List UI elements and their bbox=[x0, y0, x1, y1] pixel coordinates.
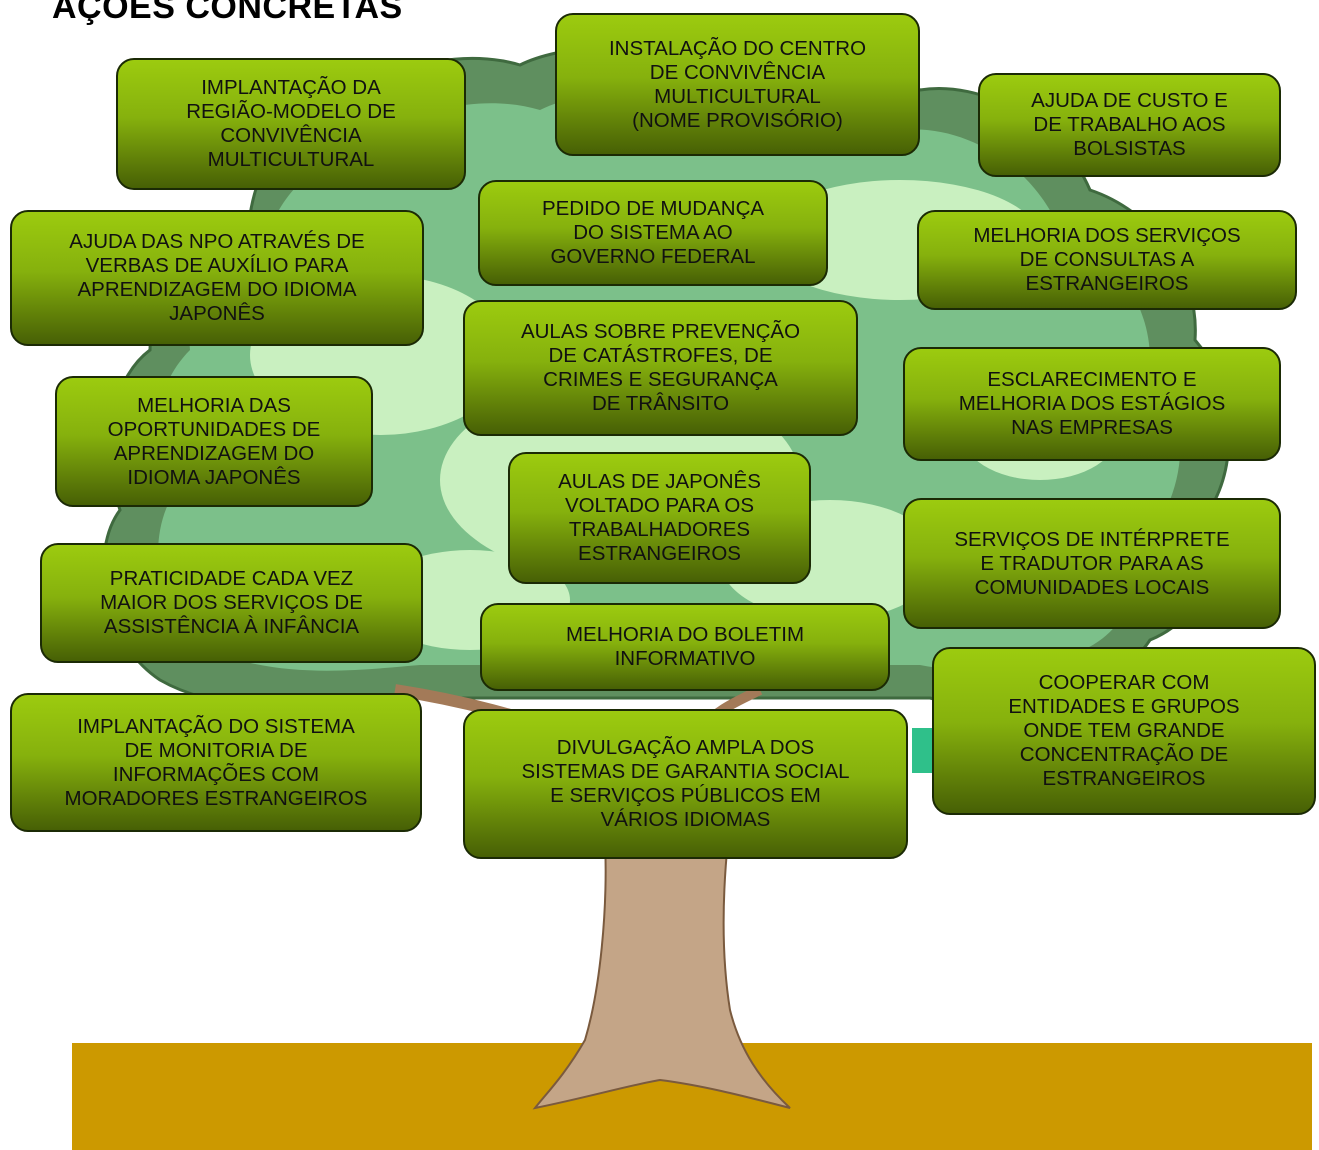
action-box-centro-convivencia: INSTALAÇÃO DO CENTRO DE CONVIVÊNCIA MULT… bbox=[555, 13, 920, 156]
tree-trunk bbox=[532, 839, 791, 1110]
action-box-monitoria-informacoes: IMPLANTAÇÃO DO SISTEMA DE MONITORIA DE I… bbox=[10, 693, 422, 832]
action-box-ajuda-npo: AJUDA DAS NPO ATRAVÉS DE VERBAS DE AUXÍL… bbox=[10, 210, 424, 346]
action-box-oportunidades-idioma: MELHORIA DAS OPORTUNIDADES DE APRENDIZAG… bbox=[55, 376, 373, 507]
page-title: AÇÕES CONCRETAS bbox=[52, 0, 403, 26]
action-box-ajuda-bolsistas: AJUDA DE CUSTO E DE TRABALHO AOS BOLSIST… bbox=[978, 73, 1281, 177]
action-box-assistencia-infancia: PRATICIDADE CADA VEZ MAIOR DOS SERVIÇOS … bbox=[40, 543, 423, 663]
action-box-aulas-japones: AULAS DE JAPONÊS VOLTADO PARA OS TRABALH… bbox=[508, 452, 811, 584]
action-box-regiao-modelo: IMPLANTAÇÃO DA REGIÃO-MODELO DE CONVIVÊN… bbox=[116, 58, 466, 190]
action-box-aulas-prevencao: AULAS SOBRE PREVENÇÃO DE CATÁSTROFES, DE… bbox=[463, 300, 858, 436]
action-box-estagios-empresas: ESCLARECIMENTO E MELHORIA DOS ESTÁGIOS N… bbox=[903, 347, 1281, 461]
action-box-divulgacao-ampla: DIVULGAÇÃO AMPLA DOS SISTEMAS DE GARANTI… bbox=[463, 709, 908, 859]
action-box-boletim-informativo: MELHORIA DO BOLETIM INFORMATIVO bbox=[480, 603, 890, 691]
action-box-cooperar-entidades: COOPERAR COM ENTIDADES E GRUPOS ONDE TEM… bbox=[932, 647, 1316, 815]
action-box-servicos-consultas: MELHORIA DOS SERVIÇOS DE CONSULTAS A EST… bbox=[917, 210, 1297, 310]
action-box-interprete-tradutor: SERVIÇOS DE INTÉRPRETE E TRADUTOR PARA A… bbox=[903, 498, 1281, 629]
action-box-pedido-mudanca: PEDIDO DE MUDANÇA DO SISTEMA AO GOVERNO … bbox=[478, 180, 828, 286]
